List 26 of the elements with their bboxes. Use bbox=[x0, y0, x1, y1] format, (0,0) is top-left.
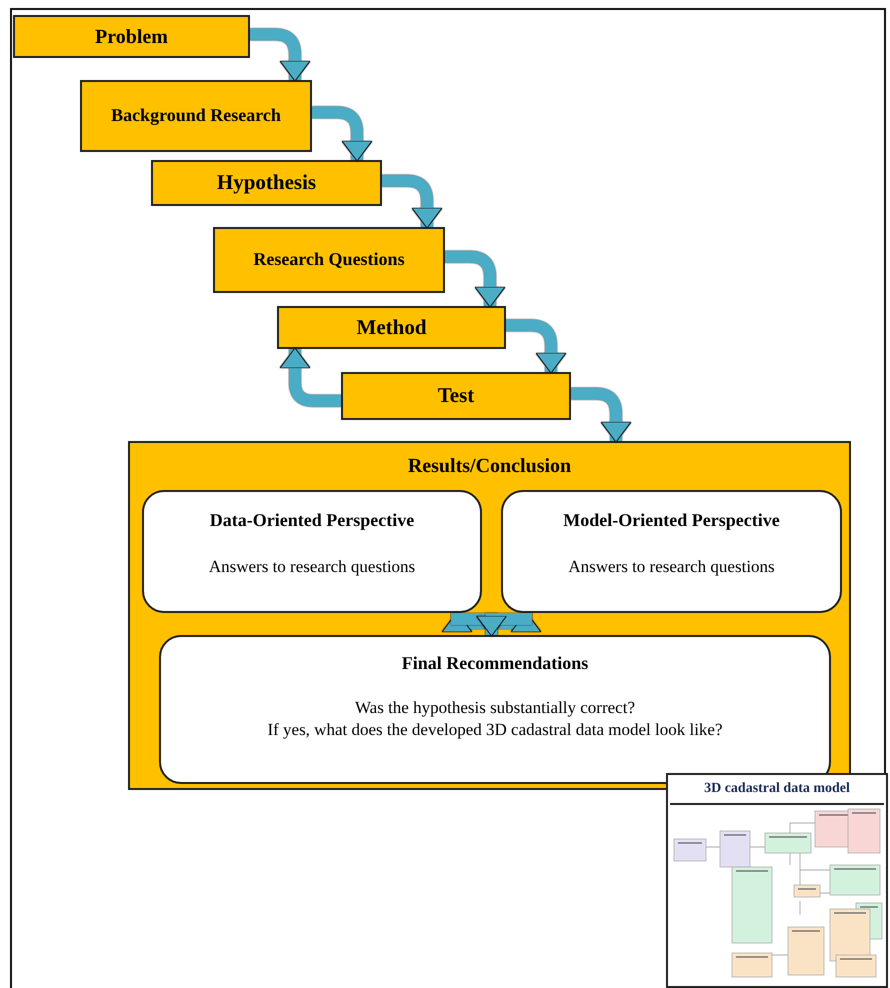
box-label: Hypothesis bbox=[216, 169, 316, 196]
curved-arrow bbox=[442, 612, 542, 632]
box-label: Background Research bbox=[111, 104, 281, 128]
process-box bbox=[341, 372, 571, 420]
box-label: Test bbox=[438, 382, 474, 410]
body-text: Was the hypothesis substantially correct? bbox=[354, 698, 635, 718]
process-box bbox=[151, 160, 382, 206]
box-heading: Final Recommendations bbox=[402, 653, 588, 674]
process-box bbox=[80, 80, 312, 152]
perspective-box bbox=[501, 490, 842, 613]
box-label: Results/Conclusion bbox=[408, 455, 572, 478]
body-text: Answers to research questions bbox=[208, 557, 416, 577]
body-text: Answers to research questions bbox=[568, 557, 775, 577]
process-box bbox=[277, 306, 506, 349]
process-box bbox=[13, 15, 250, 58]
body-text: If yes, what does the developed 3D cadastral data model look like? bbox=[267, 720, 723, 740]
box-heading: Data-Oriented Perspective bbox=[210, 510, 414, 531]
inset-panel bbox=[666, 773, 888, 988]
inset-title: 3D cadastral data model bbox=[704, 780, 850, 798]
box-heading: Model-Oriented Perspective bbox=[563, 510, 780, 531]
box-label: Research Questions bbox=[253, 248, 405, 272]
recommendation-box bbox=[159, 635, 831, 784]
box-label: Method bbox=[356, 314, 426, 341]
perspective-box bbox=[142, 490, 482, 613]
process-box bbox=[213, 227, 445, 293]
box-label: Problem bbox=[95, 24, 168, 50]
